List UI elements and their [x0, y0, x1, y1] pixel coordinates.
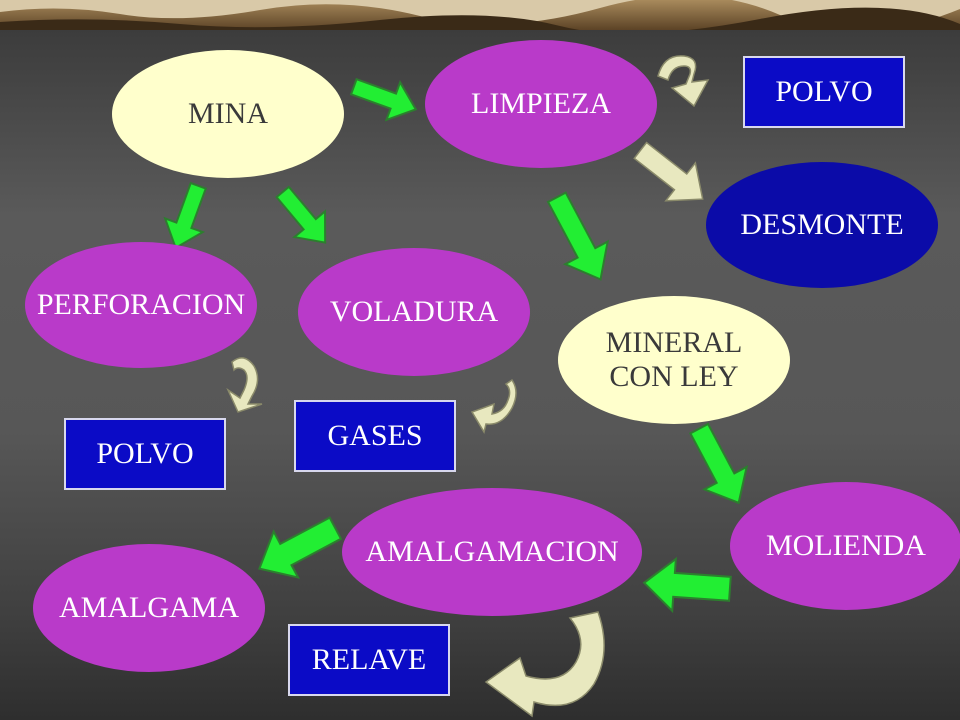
- node-mineral-con-ley: MINERAL CON LEY: [558, 296, 790, 424]
- node-amalgamacion: AMALGAMACION: [342, 488, 642, 616]
- node-amalgama: AMALGAMA: [33, 544, 265, 672]
- box-gases: GASES: [294, 400, 456, 472]
- node-limpieza: LIMPIEZA: [425, 40, 657, 168]
- decorative-banner: [0, 0, 960, 30]
- node-molienda: MOLIENDA: [730, 482, 960, 610]
- box-relave: RELAVE: [288, 624, 450, 696]
- box-polvo-left: POLVO: [64, 418, 226, 490]
- node-mina: MINA: [112, 50, 344, 178]
- node-desmonte: DESMONTE: [706, 162, 938, 288]
- node-voladura: VOLADURA: [298, 248, 530, 376]
- box-polvo-top: POLVO: [743, 56, 905, 128]
- node-perforacion: PERFORACION: [25, 242, 257, 368]
